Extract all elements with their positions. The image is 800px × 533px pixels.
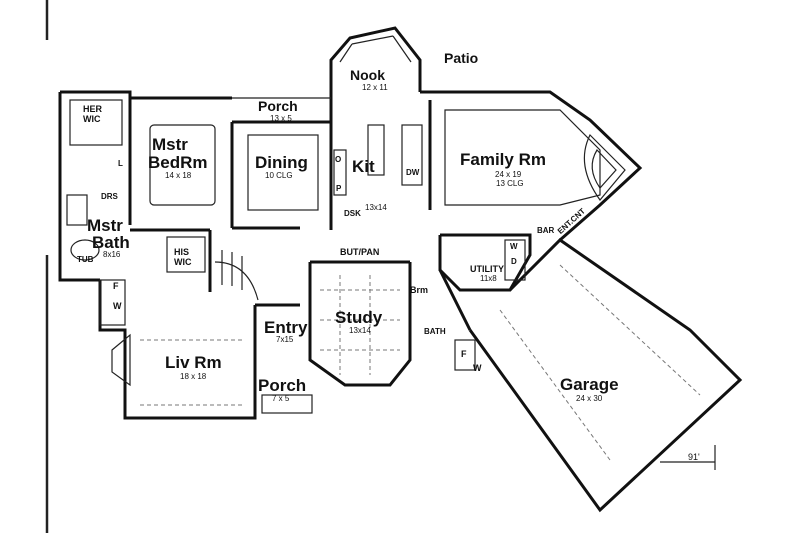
patio-label: Patio (444, 50, 478, 66)
oven-label: O (335, 155, 341, 164)
desk-label: DSK (344, 209, 361, 218)
room-labels: Patio Nook 12 x 11 Porch 13 x 5 HER WIC … (83, 50, 619, 403)
mstr-bath-dim: 8x16 (103, 250, 121, 259)
porch-top-label: Porch (258, 98, 298, 114)
washer-utility-label: W (510, 242, 518, 251)
liv-rm-label: Liv Rm (165, 353, 222, 372)
but-pan-label: BUT/PAN (340, 247, 379, 257)
family-dim1: 24 x 19 (495, 170, 522, 179)
family-label: Family Rm (460, 150, 546, 169)
tub-label: TUB (77, 255, 94, 264)
mstr-bath-line2: Bath (92, 233, 130, 252)
mstr-bath-line1: Mstr (87, 216, 123, 235)
utility-dim: 11x8 (480, 274, 497, 283)
pantry-label: P (336, 184, 342, 193)
mstr-bed-line2: BedRm (148, 153, 208, 172)
porch-bottom-label: Porch (258, 376, 306, 395)
nook-label: Nook (350, 67, 385, 83)
entry-label: Entry (264, 318, 308, 337)
dining-label: Dining (255, 153, 308, 172)
utility-label: UTILITY (470, 264, 504, 274)
nook-dim: 12 x 11 (362, 83, 388, 92)
mstr-bed-line1: Mstr (152, 135, 188, 154)
her-wic-line2: WIC (83, 114, 101, 124)
dimension-label: 91' (688, 452, 700, 462)
exterior-walls (58, 26, 743, 513)
dining-dim: 10 CLG (265, 171, 293, 180)
fixtures (66, 99, 716, 470)
porch-top-dim: 13 x 5 (270, 114, 292, 123)
mstr-bed-dim: 14 x 18 (165, 171, 192, 180)
entry-dim: 7x15 (276, 335, 294, 344)
kit-label: Kit (352, 157, 375, 176)
washer-right-label: W (473, 363, 482, 373)
her-wic-line1: HER (83, 104, 103, 114)
freezer-left-label: F (113, 281, 119, 291)
porch-bottom-dim: 7 x 5 (272, 394, 290, 403)
liv-rm-dim: 18 x 18 (180, 372, 207, 381)
brm-label: Brm (410, 285, 428, 295)
study-dim: 13x14 (349, 326, 371, 335)
study-label: Study (335, 308, 383, 327)
drs-label: DRS (101, 192, 119, 201)
his-wic-line1: HIS (174, 247, 189, 257)
dryer-utility-label: D (511, 257, 517, 266)
family-dim2: 13 CLG (496, 179, 524, 188)
washer-left-label: W (113, 301, 122, 311)
dishwasher-label: DW (406, 168, 420, 177)
freezer-right-label: F (461, 349, 467, 359)
kit-dim: 13x14 (365, 203, 387, 212)
bar-label: BAR (537, 226, 555, 235)
bath-label: BATH (424, 327, 446, 336)
linen-label: L (118, 159, 123, 168)
garage-label: Garage (560, 375, 619, 394)
garage-dim: 24 x 30 (576, 394, 603, 403)
fixture-labels: L DRS TUB F W BUT/PAN Brm BATH F W O P D… (77, 155, 700, 462)
his-wic-line2: WIC (174, 257, 192, 267)
